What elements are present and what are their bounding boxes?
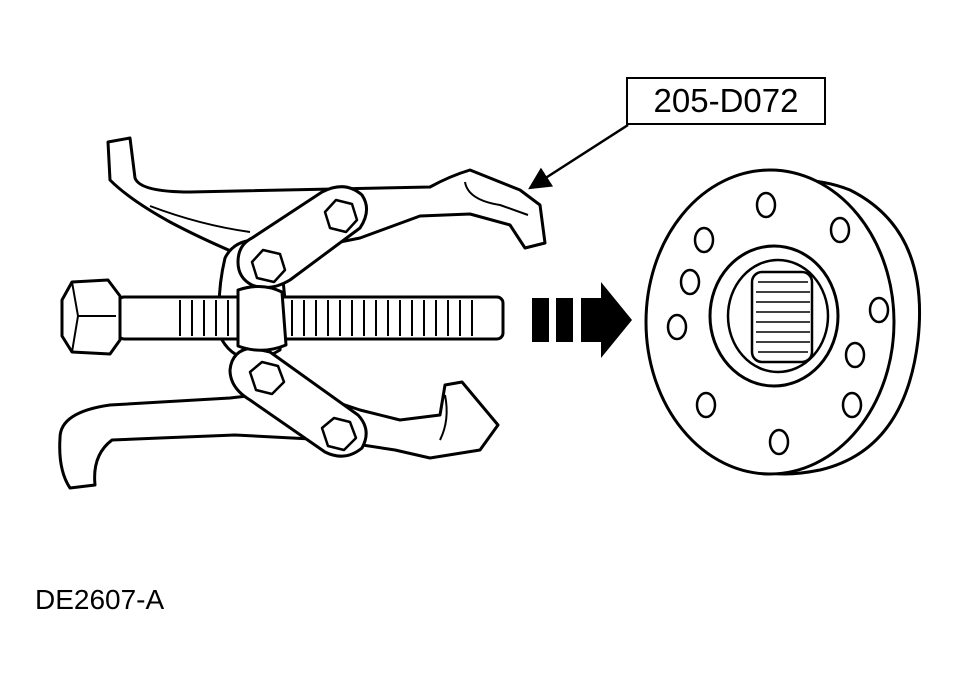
spline-bore xyxy=(750,270,814,364)
arrow-right-icon xyxy=(532,282,632,358)
flange-icon xyxy=(644,168,922,476)
lower-jaw xyxy=(58,380,500,490)
bolt-hole xyxy=(666,191,890,456)
gear-puller-icon xyxy=(58,136,547,490)
link-bolt xyxy=(248,198,359,452)
tool-number-label: 205-D072 xyxy=(626,77,826,125)
hub-nut xyxy=(236,285,288,352)
callout-leader xyxy=(528,123,629,190)
figure-id: DE2607-A xyxy=(35,584,165,615)
forcing-screw xyxy=(116,295,505,341)
screw-threads xyxy=(179,300,473,336)
hex-head xyxy=(60,278,122,356)
